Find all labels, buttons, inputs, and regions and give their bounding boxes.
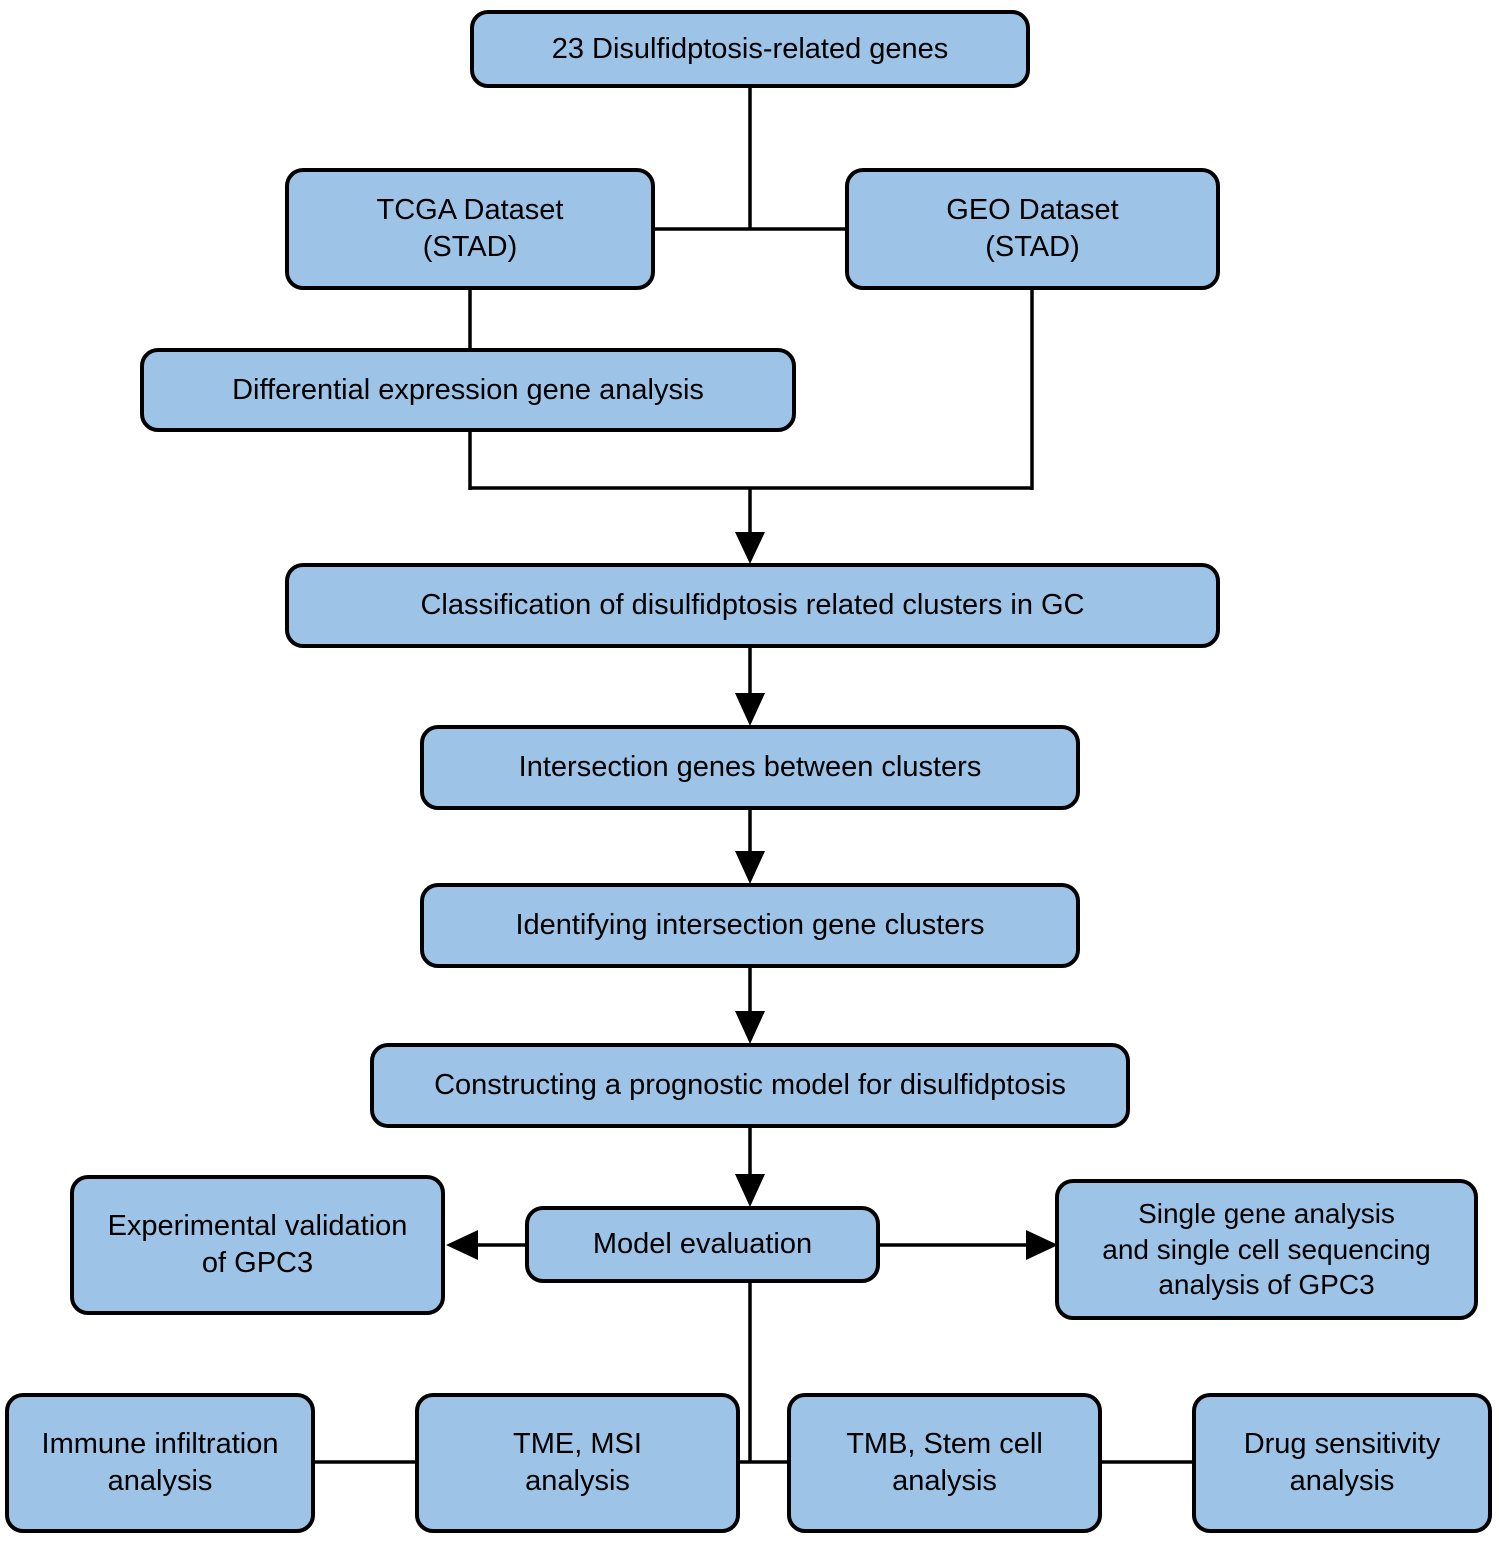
node-identifying-gene-clusters: Identifying intersection gene clusters bbox=[420, 883, 1080, 968]
arrowhead-to-classification bbox=[735, 532, 765, 564]
node-label: Differential expression gene analysis bbox=[232, 373, 704, 406]
node-geo-dataset: GEO Dataset (STAD) bbox=[845, 168, 1220, 290]
node-label: TME, MSI bbox=[513, 1428, 642, 1461]
node-disulfidptosis-genes: 23 Disulfidptosis-related genes bbox=[470, 10, 1030, 88]
arrowhead-to-single-gene bbox=[1026, 1230, 1058, 1260]
node-label: analysis bbox=[107, 1465, 213, 1497]
node-label: analysis of GPC3 bbox=[1158, 1269, 1375, 1301]
node-label: Constructing a prognostic model for disu… bbox=[434, 1069, 1066, 1102]
node-label: TMB, Stem cell bbox=[846, 1428, 1043, 1461]
arrowhead-to-identifying bbox=[735, 851, 765, 884]
arrowhead-to-model bbox=[735, 1174, 765, 1207]
node-single-gene-analysis: Single gene analysis and single cell seq… bbox=[1055, 1179, 1478, 1320]
node-label: Classification of disulfidptosis related… bbox=[420, 589, 1085, 622]
node-prognostic-model: Constructing a prognostic model for disu… bbox=[370, 1043, 1130, 1128]
node-label: Immune infiltration bbox=[41, 1428, 279, 1461]
node-experimental-validation: Experimental validation of GPC3 bbox=[70, 1175, 445, 1315]
node-tcga-dataset: TCGA Dataset (STAD) bbox=[285, 168, 655, 290]
node-label: analysis bbox=[892, 1465, 997, 1497]
node-label: Single gene analysis bbox=[1138, 1198, 1395, 1230]
node-model-evaluation: Model evaluation bbox=[525, 1206, 880, 1283]
node-label: Experimental validation bbox=[107, 1210, 408, 1243]
node-drug-sensitivity-analysis: Drug sensitivity analysis bbox=[1192, 1393, 1492, 1533]
node-label: of GPC3 bbox=[201, 1247, 314, 1279]
node-differential-expression: Differential expression gene analysis bbox=[140, 348, 796, 432]
node-intersection-genes: Intersection genes between clusters bbox=[420, 725, 1080, 810]
node-label: (STAD) bbox=[422, 231, 518, 263]
node-tmb-stem-cell-analysis: TMB, Stem cell analysis bbox=[787, 1393, 1102, 1533]
node-label: Model evaluation bbox=[592, 1228, 813, 1261]
arrowhead-to-intersection bbox=[735, 693, 765, 726]
node-label: TCGA Dataset bbox=[376, 194, 564, 227]
node-label: analysis bbox=[525, 1465, 630, 1497]
node-label: 23 Disulfidptosis-related genes bbox=[551, 32, 949, 65]
node-label: analysis bbox=[1289, 1465, 1395, 1497]
node-tme-msi-analysis: TME, MSI analysis bbox=[415, 1393, 740, 1533]
node-immune-infiltration: Immune infiltration analysis bbox=[5, 1393, 315, 1533]
node-label: Intersection genes between clusters bbox=[518, 751, 982, 784]
arrowhead-to-experimental bbox=[446, 1230, 478, 1260]
node-label: Identifying intersection gene clusters bbox=[515, 909, 985, 942]
node-label: and single cell sequencing bbox=[1102, 1233, 1431, 1265]
node-classification-clusters: Classification of disulfidptosis related… bbox=[285, 563, 1220, 648]
arrowhead-to-constructing bbox=[735, 1011, 765, 1044]
node-label: Drug sensitivity bbox=[1243, 1428, 1441, 1461]
node-label: GEO Dataset bbox=[946, 194, 1119, 227]
node-label: (STAD) bbox=[985, 231, 1080, 263]
